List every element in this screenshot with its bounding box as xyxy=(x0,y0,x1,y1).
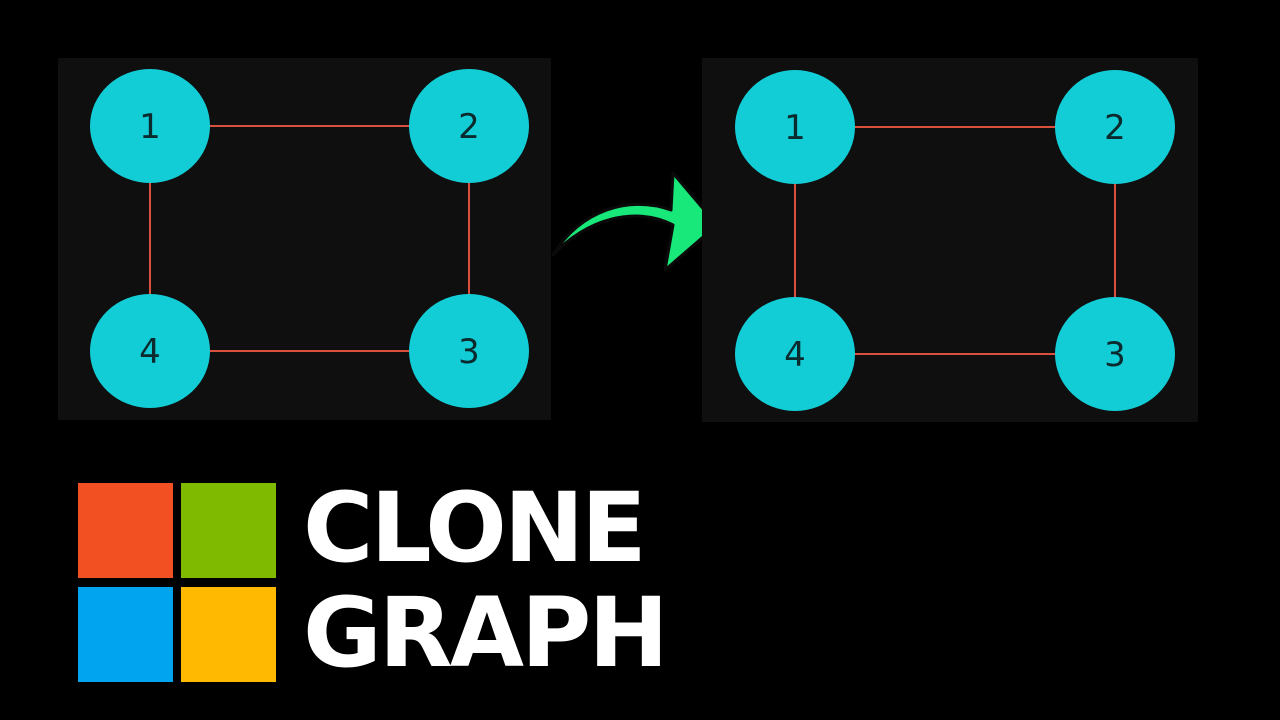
logo-blue-square xyxy=(78,587,173,682)
graph-node-label: 1 xyxy=(139,107,161,147)
logo-green-square xyxy=(181,483,276,578)
title-line-1: CLONE xyxy=(303,472,647,584)
graph-node-label: 3 xyxy=(458,332,480,372)
curved-arrow-right-icon xyxy=(551,171,719,272)
original-graph: 1 2 3 4 xyxy=(90,69,529,408)
graph-node-label: 4 xyxy=(784,335,806,375)
graph-node-1 xyxy=(735,70,855,184)
graph-node-4 xyxy=(735,297,855,411)
logo-red-square xyxy=(78,483,173,578)
graph-node-label: 3 xyxy=(1104,335,1126,375)
graph-node-3 xyxy=(1055,297,1175,411)
graph-node-label: 1 xyxy=(784,108,806,148)
title-line-2: GRAPH xyxy=(303,577,669,689)
graph-node-3 xyxy=(409,294,529,408)
microsoft-logo-icon xyxy=(78,483,278,683)
graph-node-label: 2 xyxy=(1104,108,1126,148)
cloned-graph: 1 2 3 4 xyxy=(735,70,1175,411)
graph-node-2 xyxy=(1055,70,1175,184)
graph-node-2 xyxy=(409,69,529,183)
graph-node-label: 4 xyxy=(139,332,161,372)
cloned-graph-panel: 1 2 3 4 xyxy=(702,58,1198,422)
logo-yellow-square xyxy=(181,587,276,682)
graph-node-label: 2 xyxy=(458,107,480,147)
graph-node-4 xyxy=(90,294,210,408)
original-graph-panel: 1 2 3 4 xyxy=(58,58,551,420)
graph-node-1 xyxy=(90,69,210,183)
